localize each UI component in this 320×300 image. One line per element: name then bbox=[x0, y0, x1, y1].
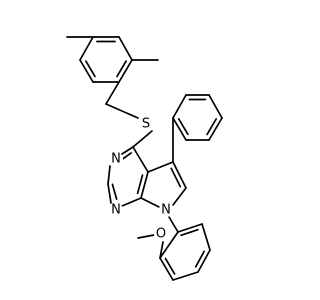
bond bbox=[172, 161, 187, 189]
bond bbox=[208, 117, 223, 141]
atom-oxygen-methoxy: O bbox=[154, 227, 168, 242]
bond bbox=[197, 249, 211, 273]
double-bond-inner bbox=[177, 118, 189, 136]
bond bbox=[121, 197, 142, 207]
double-bond-inner bbox=[180, 228, 199, 237]
methoxy-bond bbox=[137, 234, 155, 239]
bond bbox=[172, 271, 199, 281]
double-bond-inner bbox=[85, 60, 96, 78]
bond bbox=[105, 103, 139, 119]
svg-text:S: S bbox=[142, 117, 150, 132]
bond bbox=[172, 187, 187, 206]
bond bbox=[172, 117, 187, 141]
double-bond-inner bbox=[164, 257, 176, 275]
bond bbox=[159, 241, 164, 259]
bond bbox=[172, 94, 187, 119]
molecule-structure-drawing: S N N N O bbox=[66, 36, 223, 281]
double-bond-inner bbox=[194, 250, 205, 268]
bond bbox=[147, 161, 174, 173]
svg-text:N: N bbox=[111, 152, 121, 167]
bond bbox=[140, 197, 160, 208]
bond bbox=[132, 146, 149, 173]
bond bbox=[168, 216, 179, 233]
bond bbox=[107, 183, 112, 204]
atom-nitrogen-pyrrole: N bbox=[159, 203, 173, 218]
bond bbox=[132, 130, 153, 148]
bond bbox=[107, 165, 111, 185]
bond bbox=[79, 59, 94, 83]
atom-nitrogen-pyrimidine-top: N bbox=[109, 152, 123, 167]
bond bbox=[105, 81, 120, 105]
double-bond-inner bbox=[116, 60, 127, 78]
svg-text:N: N bbox=[161, 203, 171, 218]
bond bbox=[140, 171, 149, 199]
atom-labels: S N N N O bbox=[109, 117, 173, 242]
bond bbox=[208, 94, 223, 119]
bond bbox=[79, 36, 94, 61]
svg-text:N: N bbox=[111, 203, 121, 218]
bond bbox=[159, 231, 179, 259]
bond bbox=[177, 223, 203, 233]
bond bbox=[159, 257, 174, 281]
bond bbox=[118, 59, 133, 83]
atom-nitrogen-pyrimidine-bottom: N bbox=[109, 203, 123, 218]
svg-text:O: O bbox=[156, 227, 166, 242]
bonds bbox=[66, 36, 223, 281]
double-bond-inner bbox=[170, 167, 182, 188]
bond bbox=[201, 223, 211, 251]
bond bbox=[118, 36, 133, 61]
double-bond-inner bbox=[206, 118, 218, 136]
double-bond-inner bbox=[136, 174, 144, 195]
double-bond-inner bbox=[111, 183, 118, 200]
atom-sulfur: S bbox=[139, 117, 153, 132]
bond bbox=[121, 146, 134, 155]
